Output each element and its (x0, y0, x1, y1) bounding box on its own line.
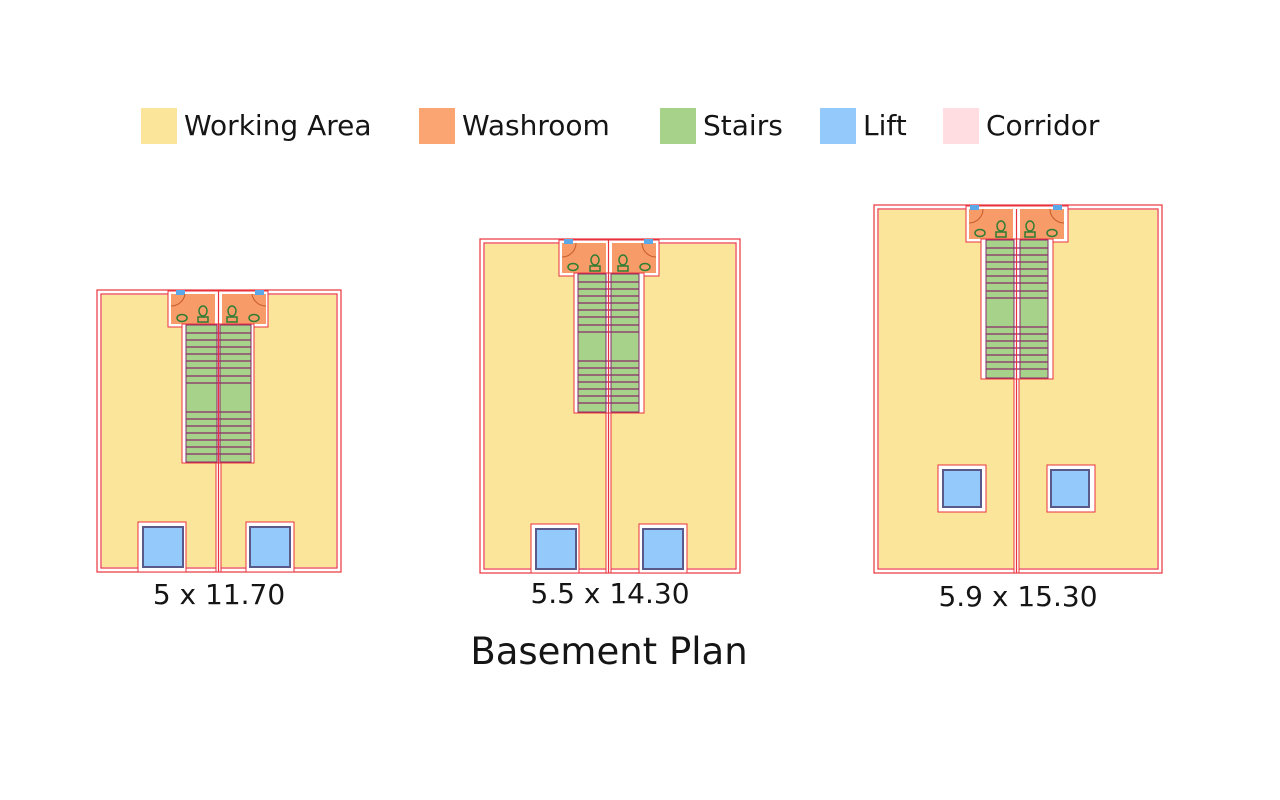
working-area-swatch (141, 108, 177, 144)
floor-plan-3 (873, 203, 1163, 574)
legend-item-corridor: Corridor (943, 108, 1099, 144)
legend-item-stairs: Stairs (660, 108, 783, 144)
floor-plan-drawing (479, 238, 741, 574)
corridor-swatch (943, 108, 979, 144)
lift-swatch (820, 108, 856, 144)
floor-plan-drawing (96, 289, 342, 573)
legend-label: Stairs (703, 109, 783, 142)
legend-label: Washroom (462, 109, 610, 142)
legend-label: Lift (863, 109, 907, 142)
floor-plan-2 (479, 237, 741, 574)
plan-dimension-label: 5.5 x 14.30 (530, 577, 690, 610)
floor-plan-1 (96, 288, 342, 573)
floor-plan-drawing (873, 204, 1163, 574)
plan-dimension-label: 5 x 11.70 (152, 578, 286, 611)
diagram-title: Basement Plan (470, 630, 748, 673)
legend-item-lift: Lift (820, 108, 907, 144)
washroom-swatch (419, 108, 455, 144)
stairs-swatch (660, 108, 696, 144)
legend-item-washroom: Washroom (419, 108, 610, 144)
plan-dimension-label: 5.9 x 15.30 (938, 580, 1098, 613)
legend: Working Area Washroom Stairs Lift Corrid… (0, 108, 1280, 148)
legend-label: Working Area (184, 109, 372, 142)
legend-label: Corridor (986, 109, 1100, 142)
legend-item-working-area: Working Area (141, 108, 372, 144)
